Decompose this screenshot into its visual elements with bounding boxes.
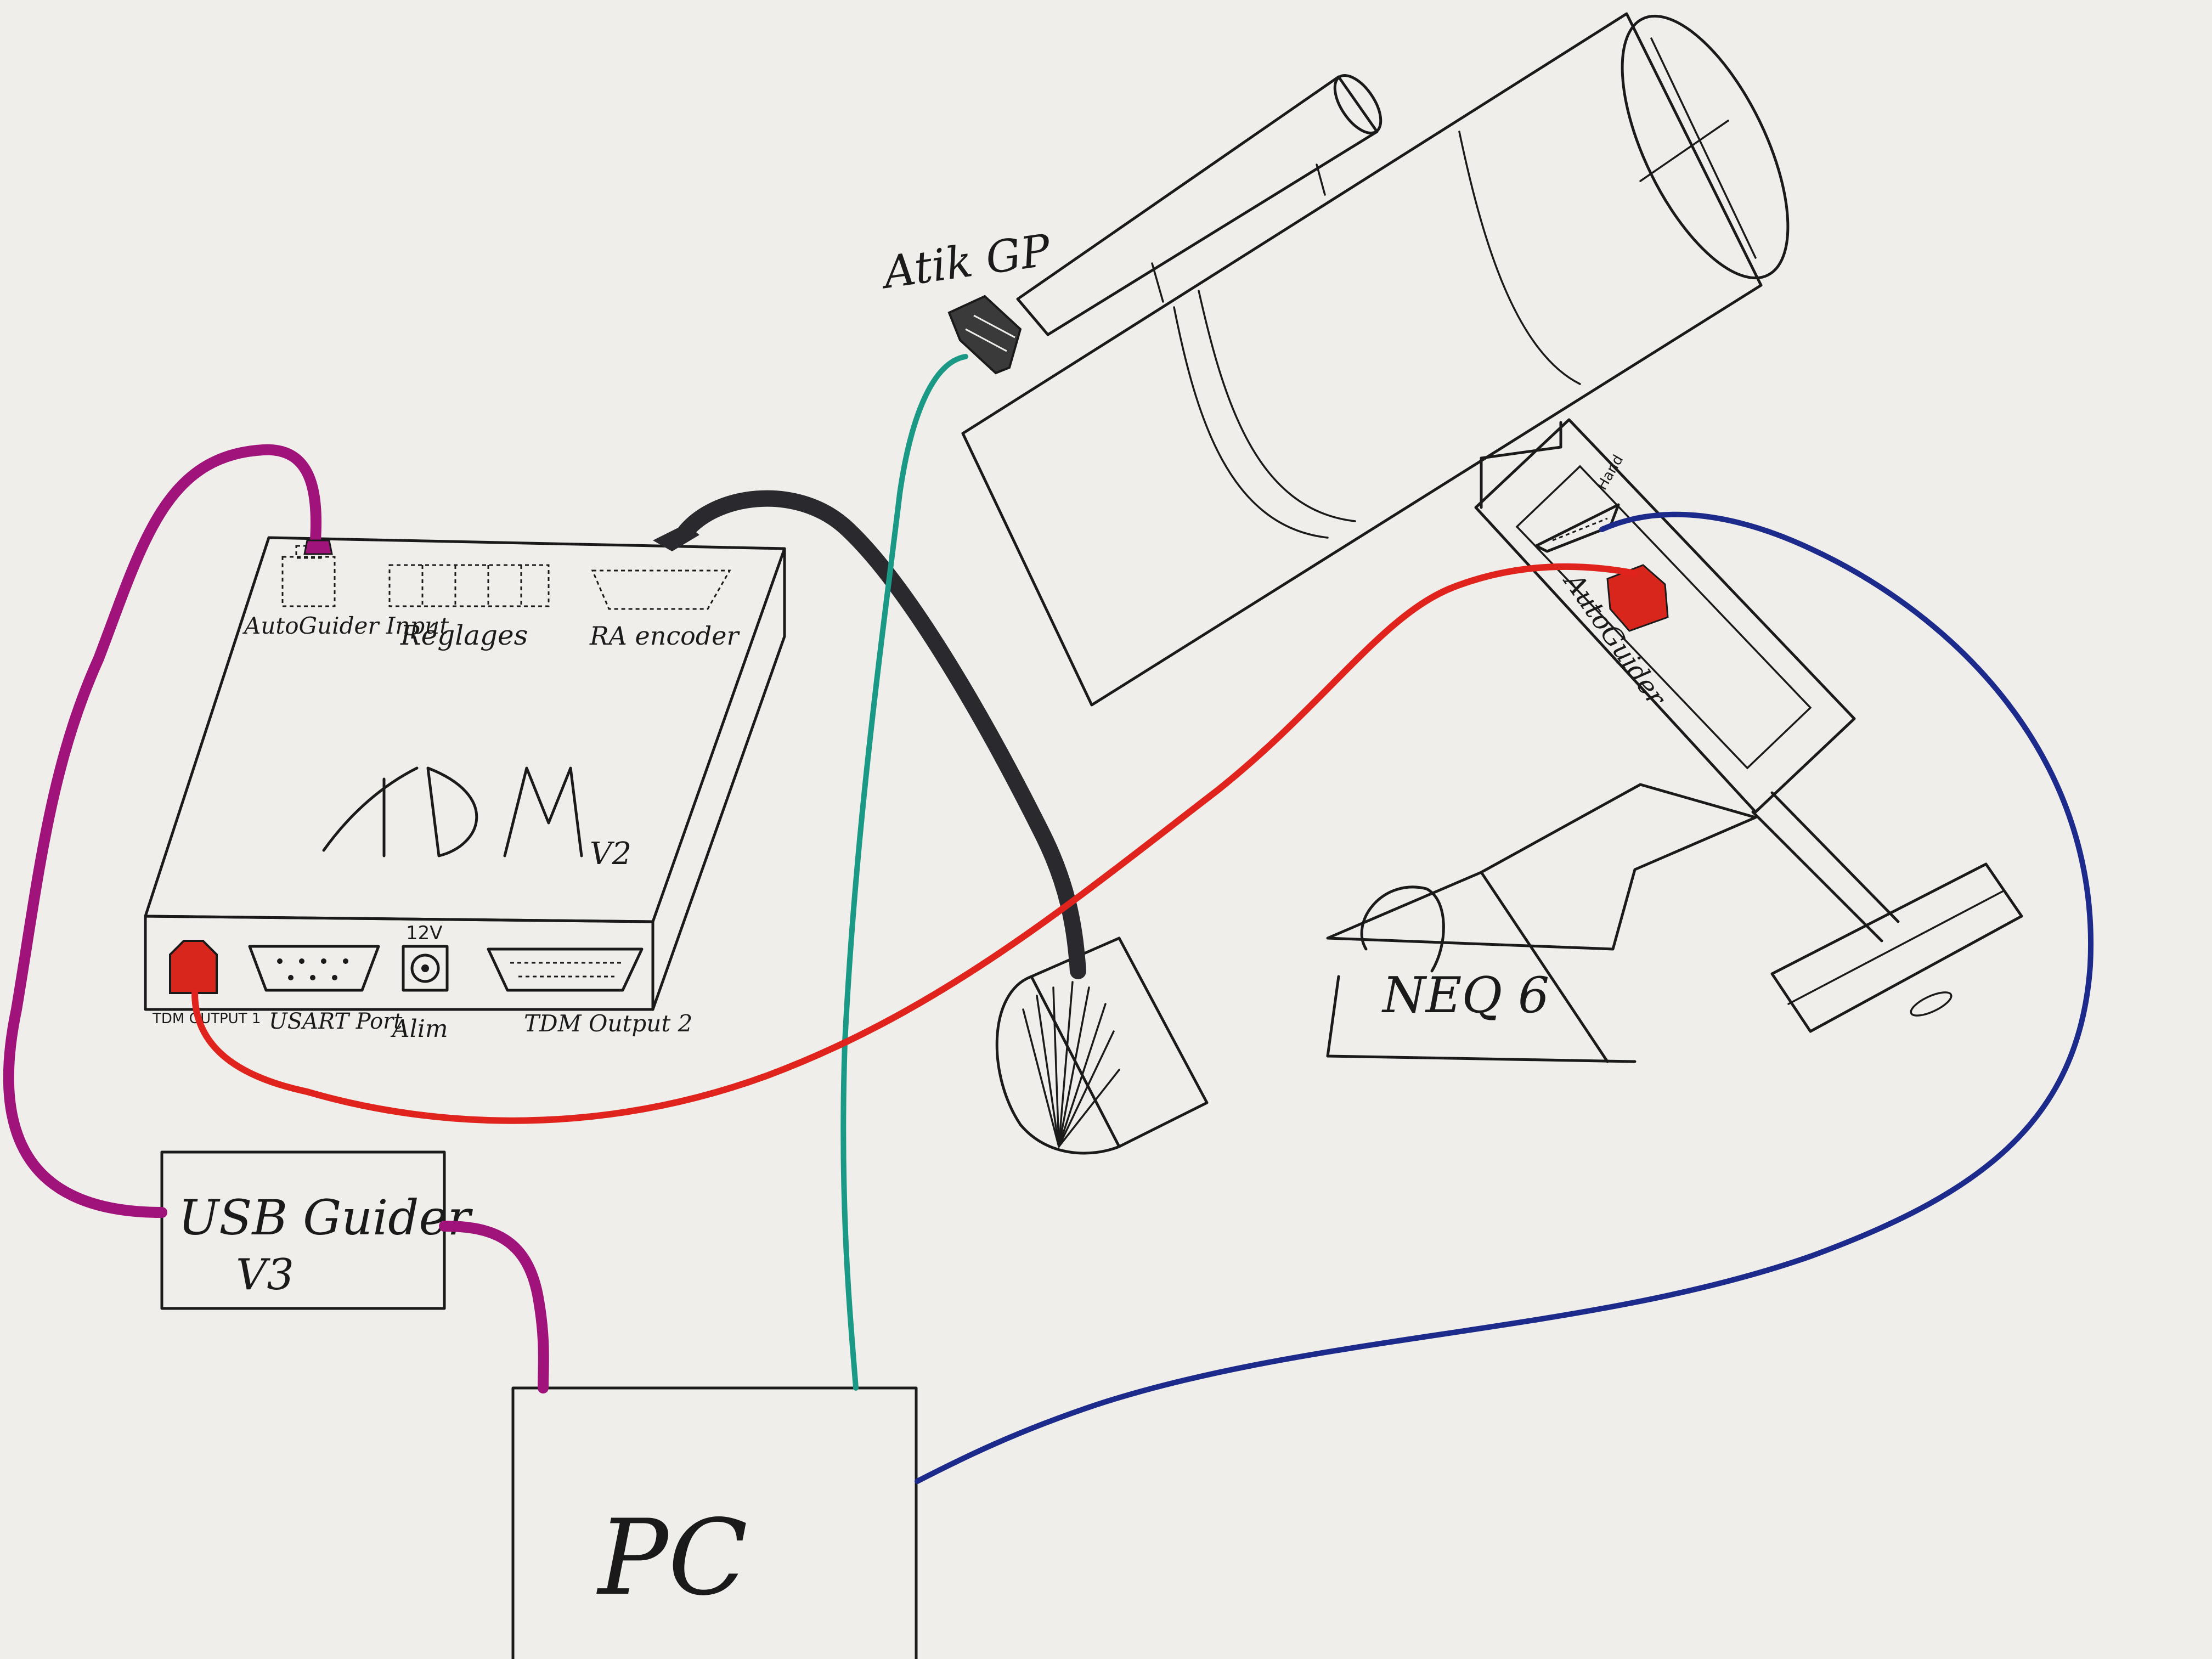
mount-label: NEQ 6 bbox=[1381, 967, 1549, 1024]
autoguider-input-label: AutoGuider Input bbox=[242, 612, 449, 639]
voltage-label: 12V bbox=[406, 922, 443, 944]
tdm-output2-port[interactable]: TDM Output 2 bbox=[487, 947, 692, 1037]
mount-handset-label: Hand bbox=[1594, 452, 1627, 493]
tdm-output2-label: TDM Output 2 bbox=[524, 1010, 692, 1037]
telescope-tube bbox=[961, 12, 1790, 707]
usart-port[interactable]: USART Port bbox=[248, 945, 403, 1034]
tdm-output1-label: TDM OUTPUT 1 bbox=[152, 1011, 261, 1027]
autoguider-input-port[interactable]: AutoGuider Input bbox=[242, 545, 449, 639]
cable-magenta-usbguider-to-pc bbox=[439, 1221, 549, 1393]
cable-magenta-usbguider-to-autoguider-input bbox=[3, 444, 322, 1218]
reglages-label: Réglages bbox=[400, 619, 528, 651]
pc-label: PC bbox=[596, 1497, 748, 1618]
camera-atik-gp: Atik GP bbox=[877, 224, 1054, 375]
tdm-logo: TDM bbox=[335, 778, 337, 780]
tdm-version: V2 bbox=[590, 836, 631, 872]
alim-label: Alim bbox=[390, 1015, 448, 1043]
mount-neq6: NEQ 6 bbox=[1326, 418, 2023, 1063]
usb-guider-version: V3 bbox=[236, 1250, 294, 1300]
cable-red-tdm-output1-to-mount-autoguider bbox=[191, 563, 1638, 1124]
magenta-plug bbox=[303, 539, 333, 555]
tdm-output1-port[interactable]: TDM OUTPUT 1 bbox=[152, 940, 261, 1027]
reglages-port[interactable]: Réglages bbox=[388, 564, 550, 651]
mount-ra-housing bbox=[995, 936, 1209, 1155]
black-plug bbox=[653, 524, 699, 551]
camera-label: Atik GP bbox=[877, 224, 1054, 299]
ra-encoder-label: RA encoder bbox=[589, 621, 740, 651]
usb-guider-name: USB Guider bbox=[178, 1189, 473, 1246]
usart-port-label: USART Port bbox=[269, 1009, 403, 1034]
usb-guider-v3-box: USB Guider V3 bbox=[160, 1150, 473, 1310]
mount-autoguider-port[interactable]: AutoGuider bbox=[1557, 564, 1673, 713]
ra-encoder-port[interactable]: RA encoder bbox=[589, 569, 740, 651]
guide-scope bbox=[1016, 74, 1383, 336]
pc-box: PC bbox=[511, 1386, 918, 1659]
tdm-v2-box: TDM V2 bbox=[144, 536, 786, 1011]
alim-port[interactable]: 12V Alim bbox=[390, 922, 449, 1043]
cable-teal-camera-to-pc bbox=[840, 354, 968, 1391]
cable-blue-mount-handset-to-pc bbox=[915, 511, 2094, 1484]
cable-black-ra-encoder-to-mount bbox=[675, 490, 1086, 979]
